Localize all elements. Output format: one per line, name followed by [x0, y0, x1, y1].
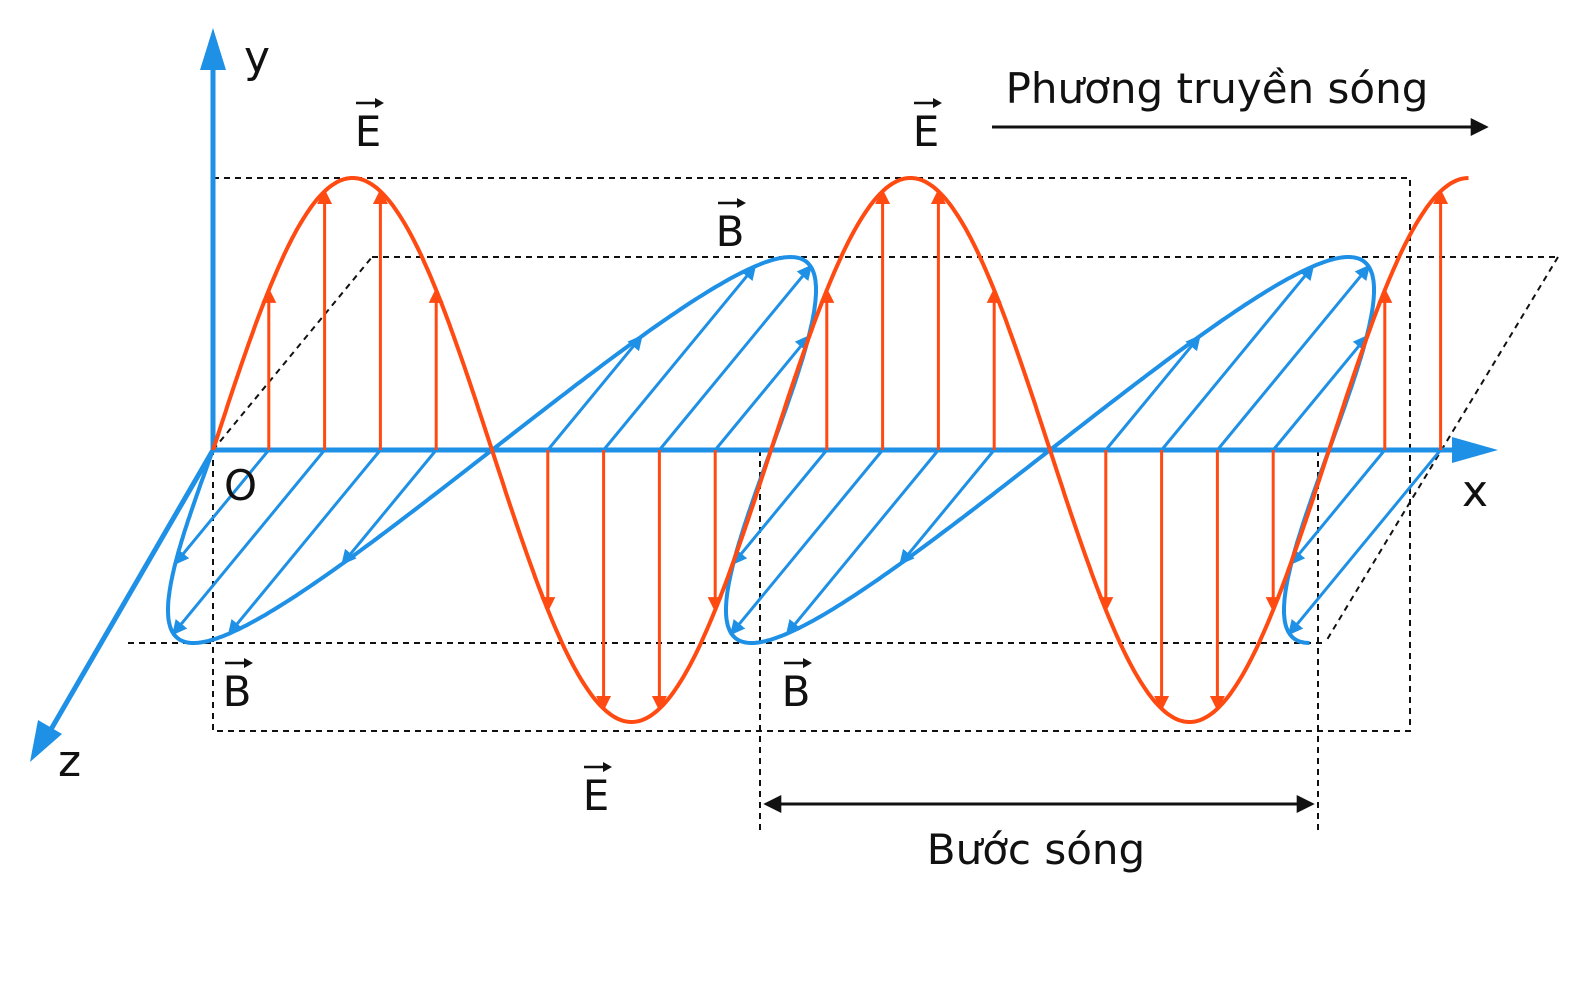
- b-field-vector: [714, 334, 811, 451]
- vector-arrowhead-icon: [803, 658, 812, 668]
- vector-arrowhead-icon: [933, 98, 942, 108]
- b-field-curve: [166, 254, 1376, 645]
- x-axis-arrowhead: [1452, 437, 1498, 463]
- e-label-text: E: [355, 107, 382, 156]
- vector-arrowhead-icon: [737, 198, 746, 208]
- b-field-vector: [602, 264, 757, 451]
- b-field-vector: [899, 449, 996, 566]
- e-field-bounding-box: [212, 177, 1411, 732]
- e-field-curve: [211, 176, 1469, 725]
- x-axis-label: x: [1462, 466, 1488, 517]
- wavelength-indicator: Bước sóng: [763, 795, 1315, 874]
- vector-arrowhead-icon: [603, 762, 612, 772]
- b-label-top: B: [716, 198, 746, 256]
- y-axis-label: y: [244, 32, 270, 83]
- wavelength-label: Bước sóng: [927, 825, 1145, 874]
- b-field-vector: [173, 449, 270, 566]
- b-label-text: B: [716, 207, 745, 256]
- b-field-vector: [1272, 334, 1369, 451]
- z-axis-label: z: [58, 736, 81, 787]
- z-axis-arrowhead: [30, 720, 62, 762]
- b-field-vector: [785, 449, 940, 636]
- b-field-vector: [1160, 264, 1315, 451]
- e-field-wave: [211, 176, 1469, 725]
- b-field-vector: [546, 334, 643, 451]
- e-label-text: E: [913, 107, 940, 156]
- b-plane-left-edge: [212, 256, 373, 451]
- e-label-bottom: E: [583, 762, 612, 820]
- vector-arrowhead-icon: [375, 98, 384, 108]
- y-axis-arrowhead: [200, 28, 226, 70]
- b-field-vector: [731, 449, 828, 566]
- e-label-top-2: E: [913, 98, 942, 156]
- b-label-bottom-1: B: [223, 658, 253, 716]
- z-axis: [43, 448, 216, 740]
- b-field-vector: [658, 264, 813, 451]
- guide-lines: [128, 177, 1559, 830]
- b-label-text: B: [782, 667, 811, 716]
- b-field-vector: [341, 449, 438, 566]
- b-field-vector: [729, 449, 884, 636]
- b-field-vector: [1216, 264, 1371, 451]
- b-label-bottom-2: B: [782, 658, 812, 716]
- b-field-vector: [1104, 334, 1201, 451]
- b-field-vector: [1289, 449, 1386, 566]
- propagation-label: Phương truyền sóng: [1006, 64, 1429, 113]
- b-label-text: B: [223, 667, 252, 716]
- b-field-wave: [166, 254, 1442, 645]
- e-label-top-1: E: [355, 98, 384, 156]
- propagation-direction: Phương truyền sóng: [992, 64, 1489, 136]
- axes: [30, 28, 1498, 762]
- b-field-vector: [227, 449, 382, 636]
- b-field-vectors: [171, 264, 1442, 636]
- e-label-text: E: [583, 771, 610, 820]
- b-field-vector: [1287, 449, 1442, 636]
- e-field-vectors: [261, 189, 1449, 711]
- vector-arrowhead-icon: [244, 658, 253, 668]
- origin-label: O: [224, 461, 257, 510]
- b-field-vector: [171, 449, 326, 636]
